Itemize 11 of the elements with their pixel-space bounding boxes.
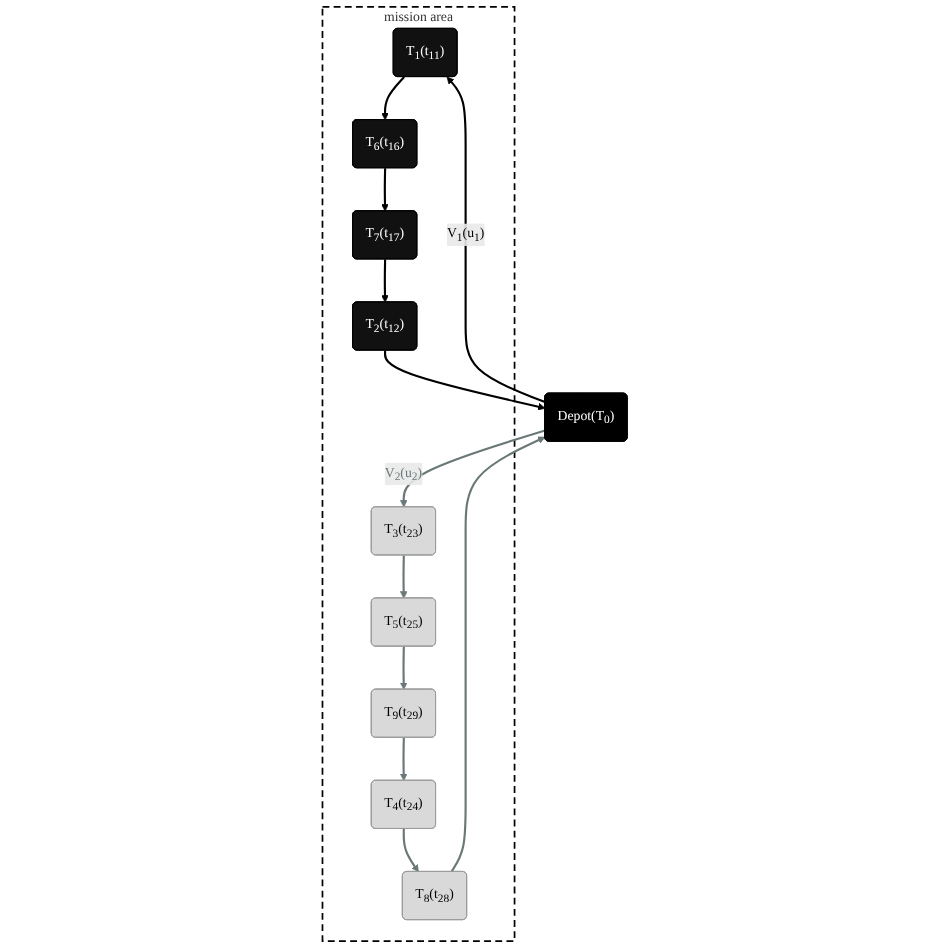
arrow bbox=[399, 646, 407, 690]
arrow bbox=[449, 436, 545, 873]
arrow bbox=[399, 737, 407, 781]
arrow bbox=[401, 828, 418, 873]
arrow bbox=[399, 555, 407, 599]
arrow bbox=[399, 429, 545, 508]
arrow bbox=[383, 350, 545, 411]
arrow bbox=[380, 168, 388, 212]
arrow bbox=[380, 259, 388, 303]
arrow bbox=[380, 76, 405, 121]
arrow bbox=[445, 76, 545, 403]
